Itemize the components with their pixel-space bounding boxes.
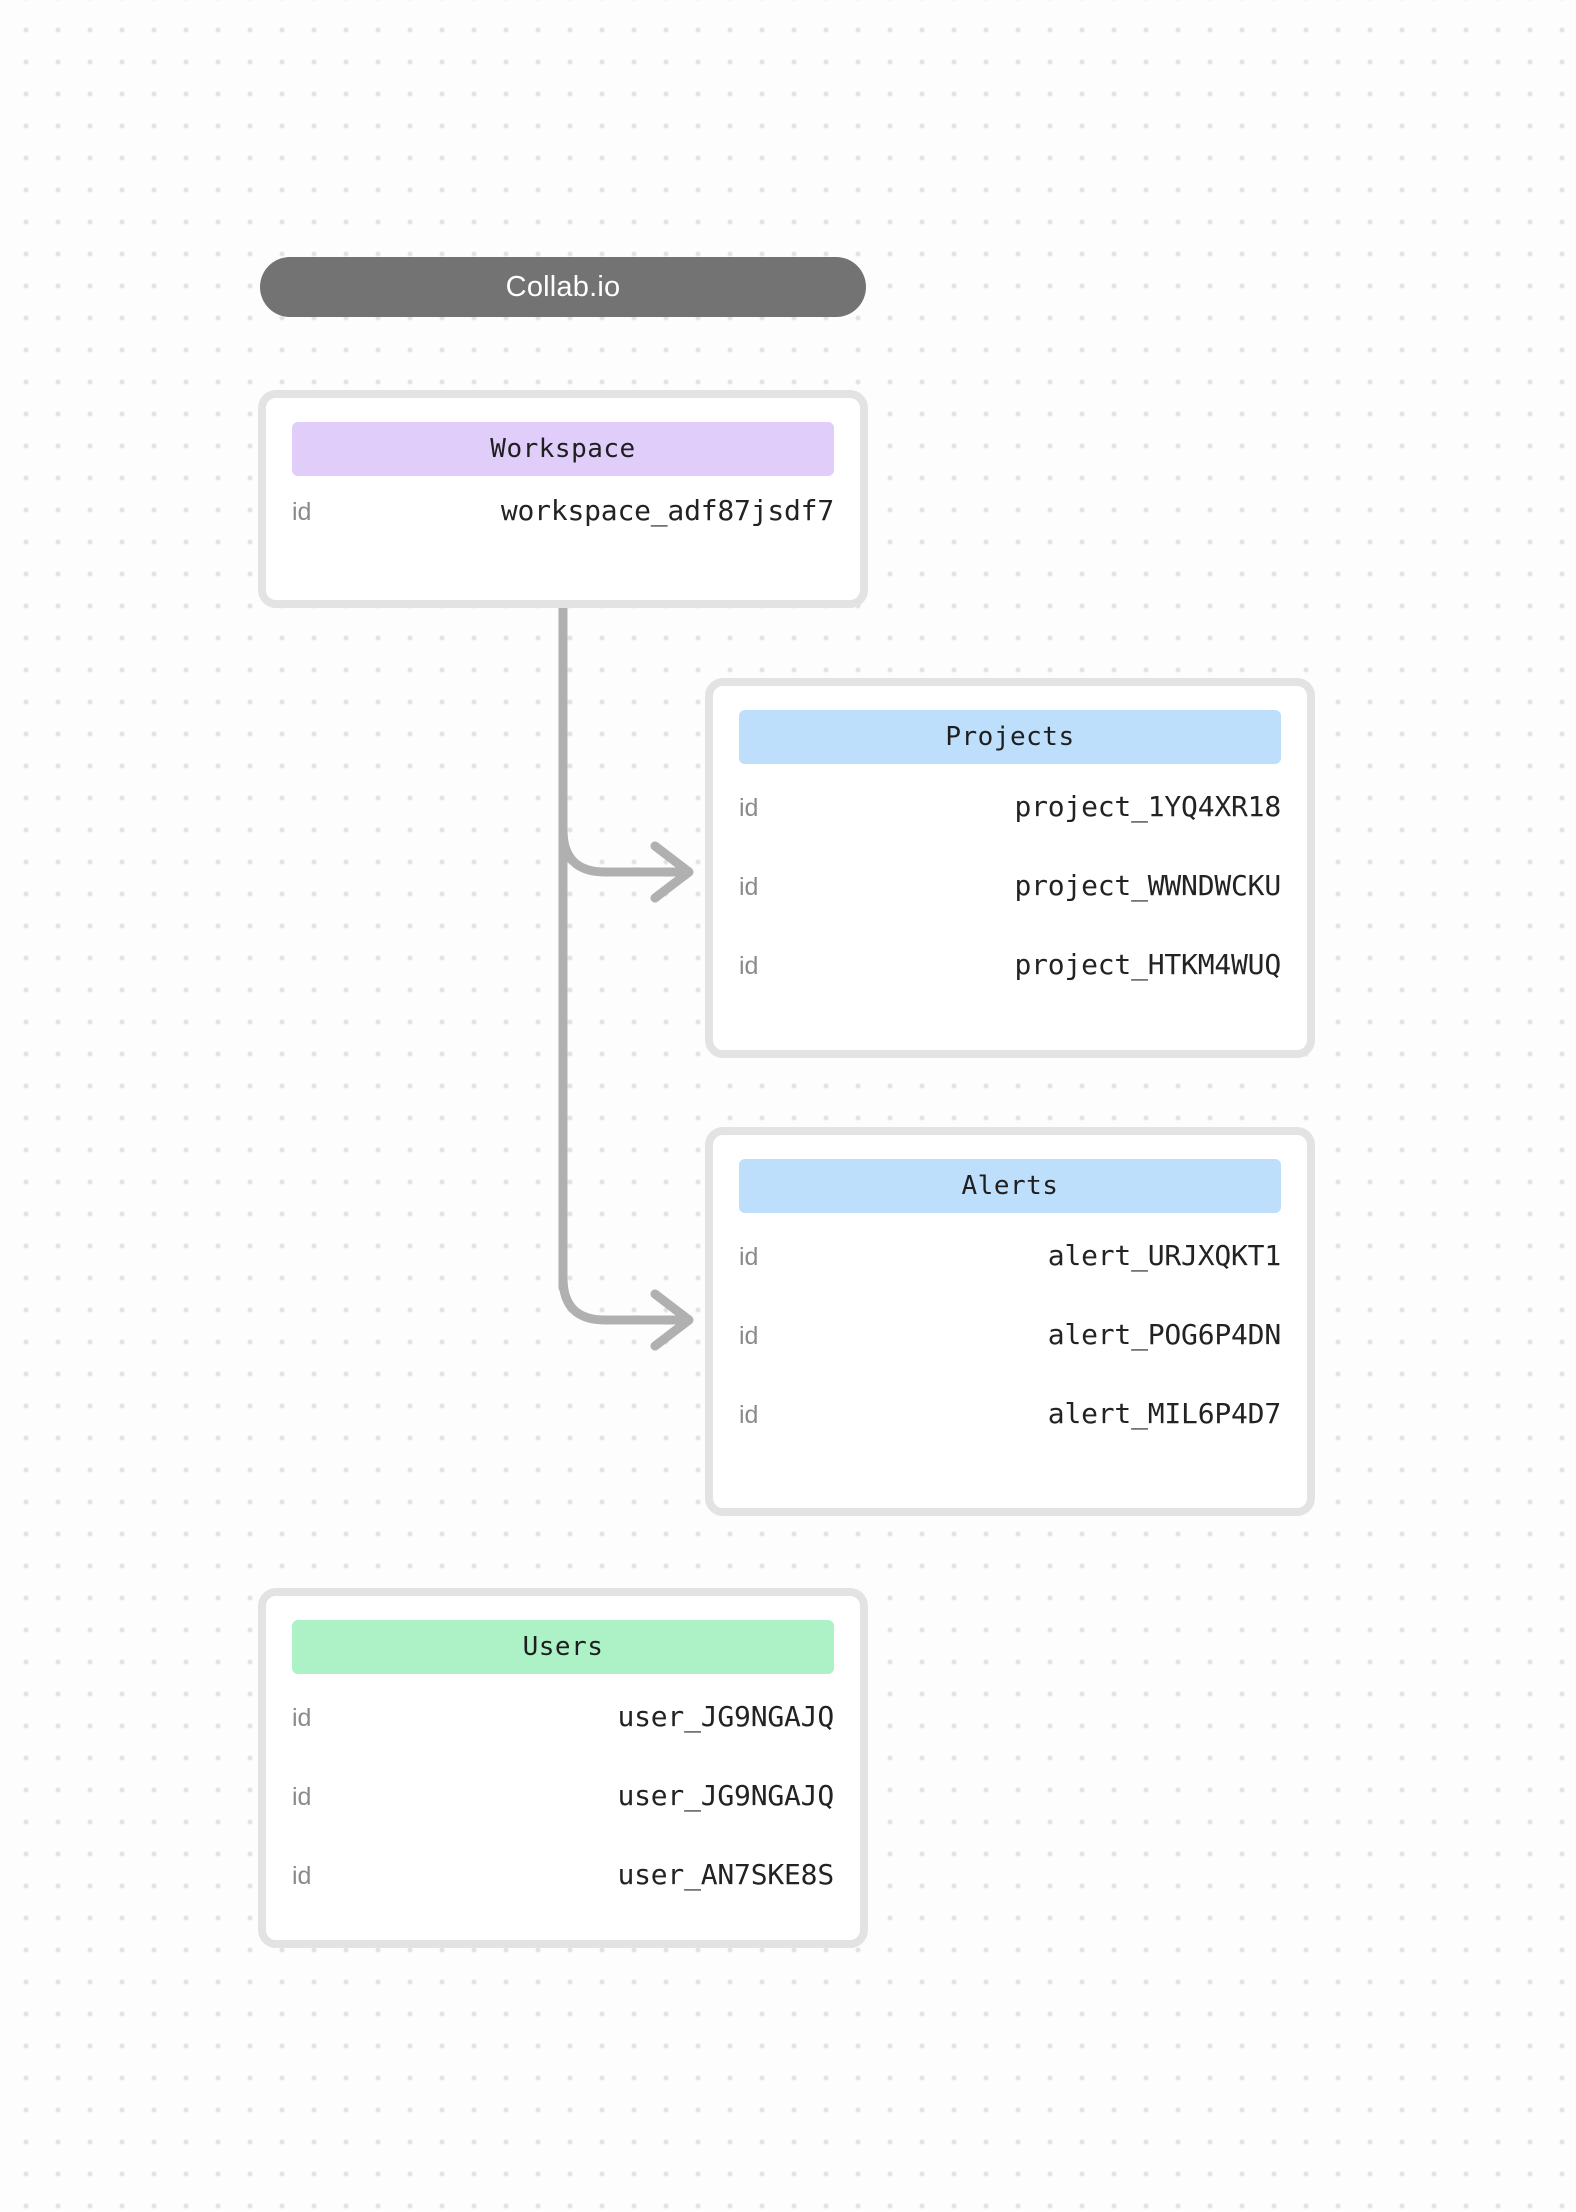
row-value: user_JG9NGAJQ [617, 1779, 834, 1812]
entity-title-projects: Projects [945, 722, 1075, 752]
table-row[interactable]: id alert_POG6P4DN [739, 1318, 1281, 1397]
table-row[interactable]: id project_WWNDWCKU [739, 869, 1281, 948]
row-value: alert_POG6P4DN [1047, 1318, 1281, 1351]
entity-rows-workspace: id workspace_adf87jsdf7 [292, 494, 834, 550]
entity-header-users: Users [292, 1620, 834, 1674]
row-label: id [292, 1862, 312, 1890]
entity-title-alerts: Alerts [961, 1171, 1059, 1201]
table-row[interactable]: id alert_MIL6P4D7 [739, 1397, 1281, 1476]
row-label: id [739, 1401, 759, 1429]
row-label: id [292, 1704, 312, 1732]
row-value: workspace_adf87jsdf7 [500, 494, 834, 527]
row-value: alert_MIL6P4D7 [1047, 1397, 1281, 1430]
table-row[interactable]: id project_1YQ4XR18 [739, 790, 1281, 869]
row-label: id [739, 1322, 759, 1350]
table-row[interactable]: id workspace_adf87jsdf7 [292, 494, 834, 550]
entity-title-users: Users [522, 1632, 604, 1662]
row-value: alert_URJXQKT1 [1047, 1239, 1281, 1272]
entity-header-projects: Projects [739, 710, 1281, 764]
table-row[interactable]: id user_JG9NGAJQ [292, 1700, 834, 1779]
row-label: id [739, 794, 759, 822]
entity-title-workspace: Workspace [490, 434, 636, 464]
connector-workspace-to-alerts [558, 1273, 691, 1325]
row-label: id [739, 873, 759, 901]
table-row[interactable]: id alert_URJXQKT1 [739, 1239, 1281, 1318]
entity-card-workspace[interactable]: Workspace id workspace_adf87jsdf7 [258, 390, 868, 608]
entity-rows-alerts: id alert_URJXQKT1 id alert_POG6P4DN id a… [739, 1239, 1281, 1476]
entity-card-alerts[interactable]: Alerts id alert_URJXQKT1 id alert_POG6P4… [705, 1127, 1315, 1516]
arrowhead-projects-icon [650, 841, 694, 903]
row-label: id [292, 1783, 312, 1811]
entity-rows-projects: id project_1YQ4XR18 id project_WWNDWCKU … [739, 790, 1281, 1027]
entity-card-projects[interactable]: Projects id project_1YQ4XR18 id project_… [705, 678, 1315, 1058]
diagram-title-pill: Collab.io [260, 257, 866, 317]
row-label: id [292, 498, 312, 526]
row-value: user_JG9NGAJQ [617, 1700, 834, 1733]
table-row[interactable]: id project_HTKM4WUQ [739, 948, 1281, 1027]
table-row[interactable]: id user_JG9NGAJQ [292, 1779, 834, 1858]
row-value: user_AN7SKE8S [617, 1858, 834, 1891]
row-value: project_1YQ4XR18 [1014, 790, 1281, 823]
entity-header-alerts: Alerts [739, 1159, 1281, 1213]
entity-card-users[interactable]: Users id user_JG9NGAJQ id user_JG9NGAJQ … [258, 1588, 868, 1948]
table-row[interactable]: id user_AN7SKE8S [292, 1858, 834, 1937]
diagram-title: Collab.io [505, 270, 621, 303]
entity-rows-users: id user_JG9NGAJQ id user_JG9NGAJQ id use… [292, 1700, 834, 1937]
connector-workspace-to-projects [558, 825, 691, 877]
row-label: id [739, 952, 759, 980]
entity-header-workspace: Workspace [292, 422, 834, 476]
arrowhead-alerts-icon [650, 1289, 694, 1351]
row-value: project_WWNDWCKU [1014, 869, 1281, 902]
row-label: id [739, 1243, 759, 1271]
row-value: project_HTKM4WUQ [1014, 948, 1281, 981]
